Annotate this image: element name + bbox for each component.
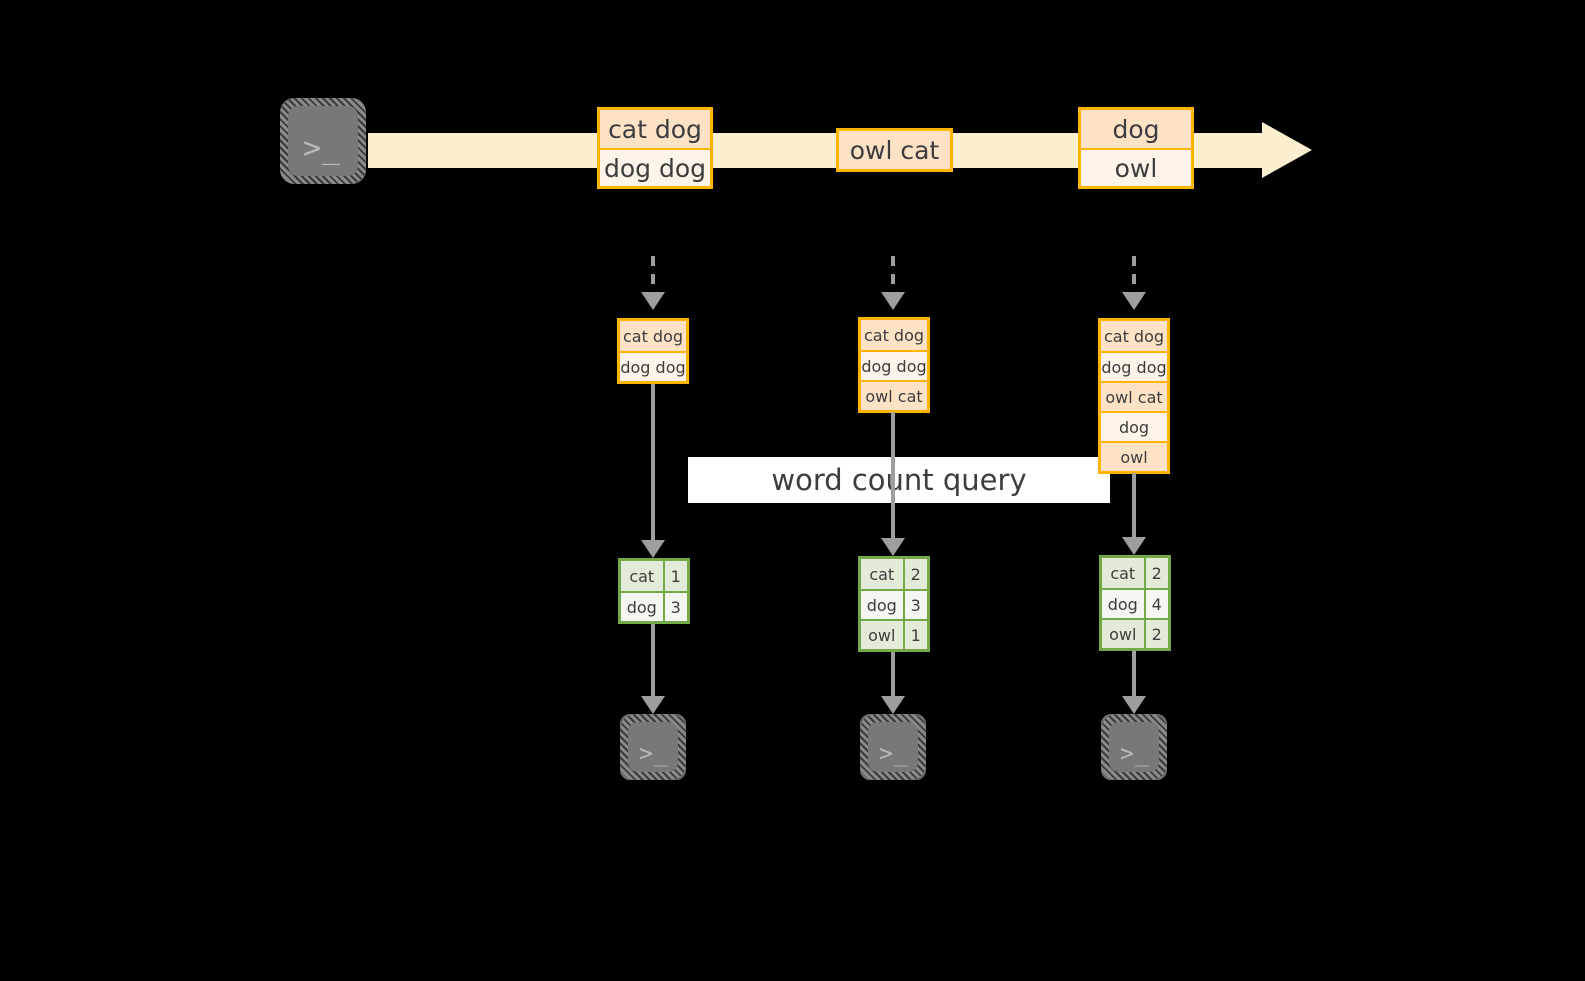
stage-1-result-table[interactable]: cat 1 dog 3	[618, 558, 690, 624]
stage-2-stream-tap-arrow	[881, 292, 905, 310]
result-word: dog	[621, 593, 663, 621]
event-stream-arrowhead	[1262, 122, 1312, 178]
result-count: 2	[1143, 620, 1168, 648]
query-banner: word count query	[688, 457, 1110, 503]
terminal-prompt-glyph: >_	[639, 741, 669, 767]
stage-3-stream-tap-arrow	[1122, 292, 1146, 310]
result-word: owl	[861, 621, 903, 649]
terminal-body	[288, 106, 358, 176]
result-row: dog 4	[1102, 588, 1168, 618]
result-row: owl 1	[861, 619, 927, 649]
stage-2-query-arrow	[881, 538, 905, 556]
stage-input-row: cat dog	[861, 320, 927, 350]
result-count: 3	[902, 591, 927, 619]
stage-2-sink-arrow	[881, 696, 905, 714]
stage-3-query-line	[1132, 473, 1136, 541]
result-row: dog 3	[621, 591, 687, 621]
stage-input-row: cat dog	[1101, 321, 1167, 351]
result-row: cat 1	[621, 561, 687, 591]
stream-event-box-2[interactable]: owl cat	[836, 128, 953, 172]
stage-1-input-box[interactable]: cat dog dog dog	[617, 318, 689, 384]
result-row: owl 2	[1102, 618, 1168, 648]
terminal-prompt-glyph: >_	[1120, 741, 1150, 767]
result-count: 2	[902, 559, 927, 589]
stage-1-query-arrow	[641, 540, 665, 558]
result-count: 1	[662, 561, 687, 591]
stage-2-stream-tap-line	[891, 256, 895, 294]
terminal-body	[868, 722, 918, 772]
result-row: cat 2	[861, 559, 927, 589]
result-word: owl	[1102, 620, 1144, 648]
stage-2-query-line	[891, 412, 895, 542]
result-word: cat	[621, 561, 663, 591]
stage-1-query-line	[651, 383, 655, 543]
terminal-prompt-glyph: >_	[879, 741, 909, 767]
stage-input-row: owl cat	[861, 380, 927, 410]
stage-input-row: dog dog	[861, 350, 927, 380]
stage-2-sink-terminal-icon[interactable]: >_	[860, 714, 926, 780]
stream-event-row: dog dog	[600, 148, 710, 186]
stage-1-stream-tap-arrow	[641, 292, 665, 310]
stage-2-sink-line	[891, 650, 895, 698]
stage-input-row: owl cat	[1101, 381, 1167, 411]
stream-event-box-1[interactable]: cat dog dog dog	[597, 107, 713, 189]
result-row: cat 2	[1102, 558, 1168, 588]
stage-input-row: dog dog	[1101, 351, 1167, 381]
stream-event-box-3[interactable]: dog owl	[1078, 107, 1194, 189]
result-word: cat	[1102, 558, 1144, 588]
terminal-body	[1109, 722, 1159, 772]
result-count: 4	[1143, 590, 1168, 618]
result-word: cat	[861, 559, 903, 589]
stage-3-sink-terminal-icon[interactable]: >_	[1101, 714, 1167, 780]
stage-3-sink-arrow	[1122, 696, 1146, 714]
result-count: 3	[662, 593, 687, 621]
stage-2-result-table[interactable]: cat 2 dog 3 owl 1	[858, 556, 930, 652]
source-terminal-icon[interactable]: >_	[280, 98, 366, 184]
result-row: dog 3	[861, 589, 927, 619]
terminal-prompt-glyph: >_	[303, 131, 342, 166]
stage-input-row: owl	[1101, 441, 1167, 471]
stage-3-result-table[interactable]: cat 2 dog 4 owl 2	[1099, 555, 1171, 651]
terminal-body	[628, 722, 678, 772]
result-count: 2	[1143, 558, 1168, 588]
stage-1-sink-line	[651, 620, 655, 698]
stream-event-row: owl cat	[839, 131, 950, 169]
stage-3-stream-tap-line	[1132, 256, 1136, 294]
stage-input-row: cat dog	[620, 321, 686, 351]
stage-1-stream-tap-line	[651, 256, 655, 294]
stage-3-input-box[interactable]: cat dog dog dog owl cat dog owl	[1098, 318, 1170, 474]
stage-input-row: dog dog	[620, 351, 686, 381]
result-word: dog	[861, 591, 903, 619]
stream-event-row: cat dog	[600, 110, 710, 148]
result-count: 1	[902, 621, 927, 649]
query-banner-label: word count query	[771, 463, 1027, 497]
stream-event-row: dog	[1081, 110, 1191, 148]
stage-input-row: dog	[1101, 411, 1167, 441]
result-word: dog	[1102, 590, 1144, 618]
stage-1-sink-terminal-icon[interactable]: >_	[620, 714, 686, 780]
stage-2-input-box[interactable]: cat dog dog dog owl cat	[858, 317, 930, 413]
stage-3-query-arrow	[1122, 537, 1146, 555]
stage-3-sink-line	[1132, 649, 1136, 698]
stage-1-sink-arrow	[641, 696, 665, 714]
stream-event-row: owl	[1081, 148, 1191, 186]
